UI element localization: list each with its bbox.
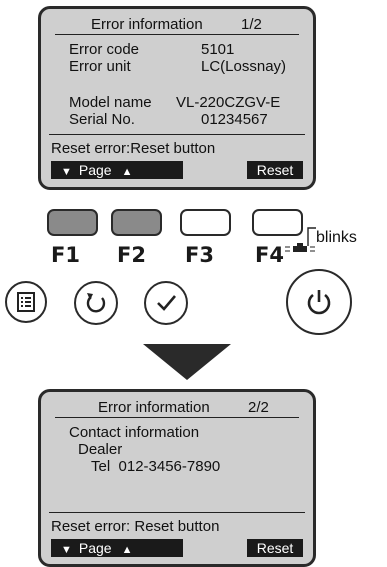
menu-icon bbox=[17, 292, 35, 312]
f1-key[interactable] bbox=[47, 209, 98, 236]
page-down-arrow-icon: ▼ bbox=[61, 166, 72, 178]
f2-key[interactable] bbox=[111, 209, 162, 236]
model-name-value: VL-220CZGV-E bbox=[176, 94, 281, 111]
serial-number-value: 01234567 bbox=[201, 111, 268, 128]
page-up-arrow-icon: ▲ bbox=[121, 544, 133, 556]
reset-soft-key: Reset bbox=[247, 539, 303, 557]
error-code-label: Error code bbox=[69, 41, 140, 58]
blinks-note: blinks bbox=[316, 229, 357, 246]
page-indicator: 1/2 bbox=[241, 16, 262, 33]
f4-label: F4 bbox=[255, 243, 284, 267]
confirm-button[interactable] bbox=[144, 281, 188, 325]
footer-divider bbox=[49, 512, 305, 513]
screen-title: Error information bbox=[98, 399, 210, 416]
page-soft-key: ▼ Page ▲ bbox=[51, 539, 183, 557]
page-indicator: 2/2 bbox=[248, 399, 269, 416]
title-divider bbox=[55, 417, 299, 418]
model-name-label: Model name bbox=[69, 94, 152, 111]
return-button[interactable] bbox=[74, 281, 118, 325]
lcd-screen-page-2: Error information 2/2 Contact informatio… bbox=[38, 389, 316, 567]
page-soft-key-label: Page bbox=[78, 540, 112, 556]
footer-reset-hint: Reset error: Reset button bbox=[51, 518, 220, 535]
contact-information-label: Contact information bbox=[69, 424, 200, 441]
power-icon bbox=[307, 290, 331, 315]
soft-key-bar: ▼ Page ▲ Reset bbox=[51, 539, 303, 557]
page-soft-key-label: Page bbox=[78, 162, 112, 178]
page-down-arrow-icon: ▼ bbox=[61, 544, 72, 556]
confirm-check-icon bbox=[157, 295, 176, 311]
screen-title: Error information bbox=[91, 16, 203, 33]
page-up-arrow-icon: ▲ bbox=[121, 166, 133, 178]
lcd-screen-page-1: Error information 1/2 Error code 5101 Er… bbox=[38, 6, 316, 190]
soft-key-bar: ▼ Page ▲ Reset bbox=[51, 161, 303, 179]
f3-label: F3 bbox=[185, 243, 214, 267]
f2-label: F2 bbox=[117, 243, 146, 267]
footer-reset-hint: Reset error:Reset button bbox=[51, 140, 216, 157]
menu-button[interactable] bbox=[5, 281, 47, 323]
serial-number-label: Serial No. bbox=[69, 111, 135, 128]
f3-key[interactable] bbox=[180, 209, 231, 236]
power-button[interactable] bbox=[286, 269, 352, 335]
f4-key[interactable] bbox=[252, 209, 303, 236]
indicator-led-icon bbox=[285, 227, 316, 252]
title-divider bbox=[55, 34, 299, 35]
dealer-label: Dealer bbox=[78, 441, 123, 458]
page-soft-key: ▼ Page ▲ bbox=[51, 161, 183, 179]
error-unit-label: Error unit bbox=[69, 58, 131, 75]
error-unit-value: LC(Lossnay) bbox=[201, 58, 287, 75]
error-code-value: 5101 bbox=[201, 41, 235, 58]
down-arrow-icon bbox=[143, 344, 231, 380]
dealer-tel: Tel 012-3456-7890 bbox=[91, 458, 221, 475]
f1-label: F1 bbox=[51, 243, 80, 267]
return-icon bbox=[86, 293, 106, 313]
reset-soft-key: Reset bbox=[247, 161, 303, 179]
footer-divider bbox=[49, 134, 305, 135]
